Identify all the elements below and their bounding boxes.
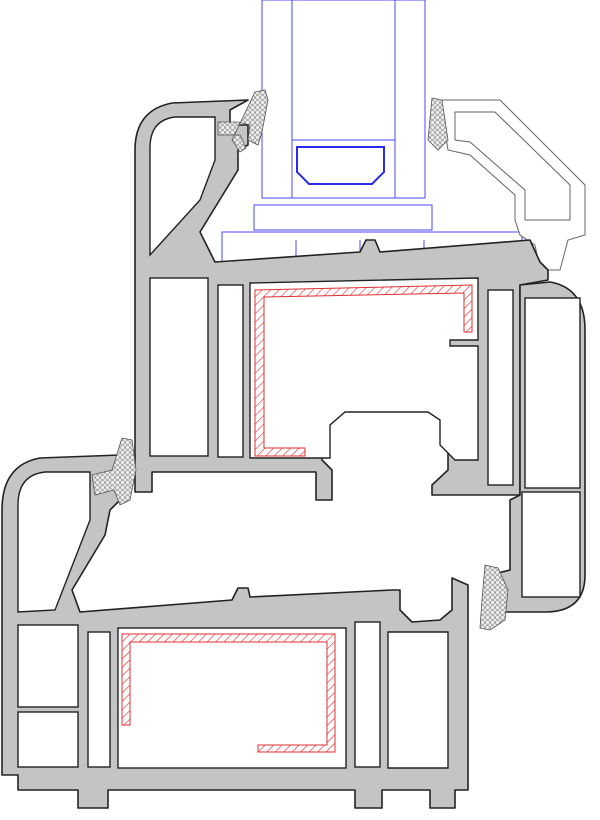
gasket-sash-outer	[217, 89, 269, 153]
frame-chamber	[387, 631, 449, 769]
gasket-glazing	[427, 97, 449, 151]
frame-chamber	[521, 491, 581, 598]
frame-profile	[1, 281, 586, 809]
steel-reinforcement-lower	[121, 633, 336, 753]
frame-chamber	[354, 621, 381, 768]
steel-reinforcement-upper	[254, 284, 473, 457]
gasket-frame-outer	[91, 437, 137, 506]
sash-chamber	[217, 284, 244, 458]
frame-chamber	[17, 711, 79, 768]
gasket-frame-inner	[479, 564, 509, 631]
sash-chamber	[149, 116, 216, 257]
frame-chamber	[17, 471, 91, 613]
sash-chamber	[149, 277, 209, 457]
spacer-bar	[296, 146, 385, 185]
sash-profile	[134, 99, 549, 501]
reinforcement-chamber	[249, 277, 479, 461]
glazing-bead-chamber	[454, 111, 571, 221]
glass-pane-outline	[261, 0, 426, 199]
frame-chamber	[87, 631, 111, 768]
frame-chamber	[17, 624, 79, 708]
sash-chamber	[487, 289, 514, 486]
glazing-bead-base	[253, 204, 433, 231]
frame-chamber	[524, 297, 581, 489]
